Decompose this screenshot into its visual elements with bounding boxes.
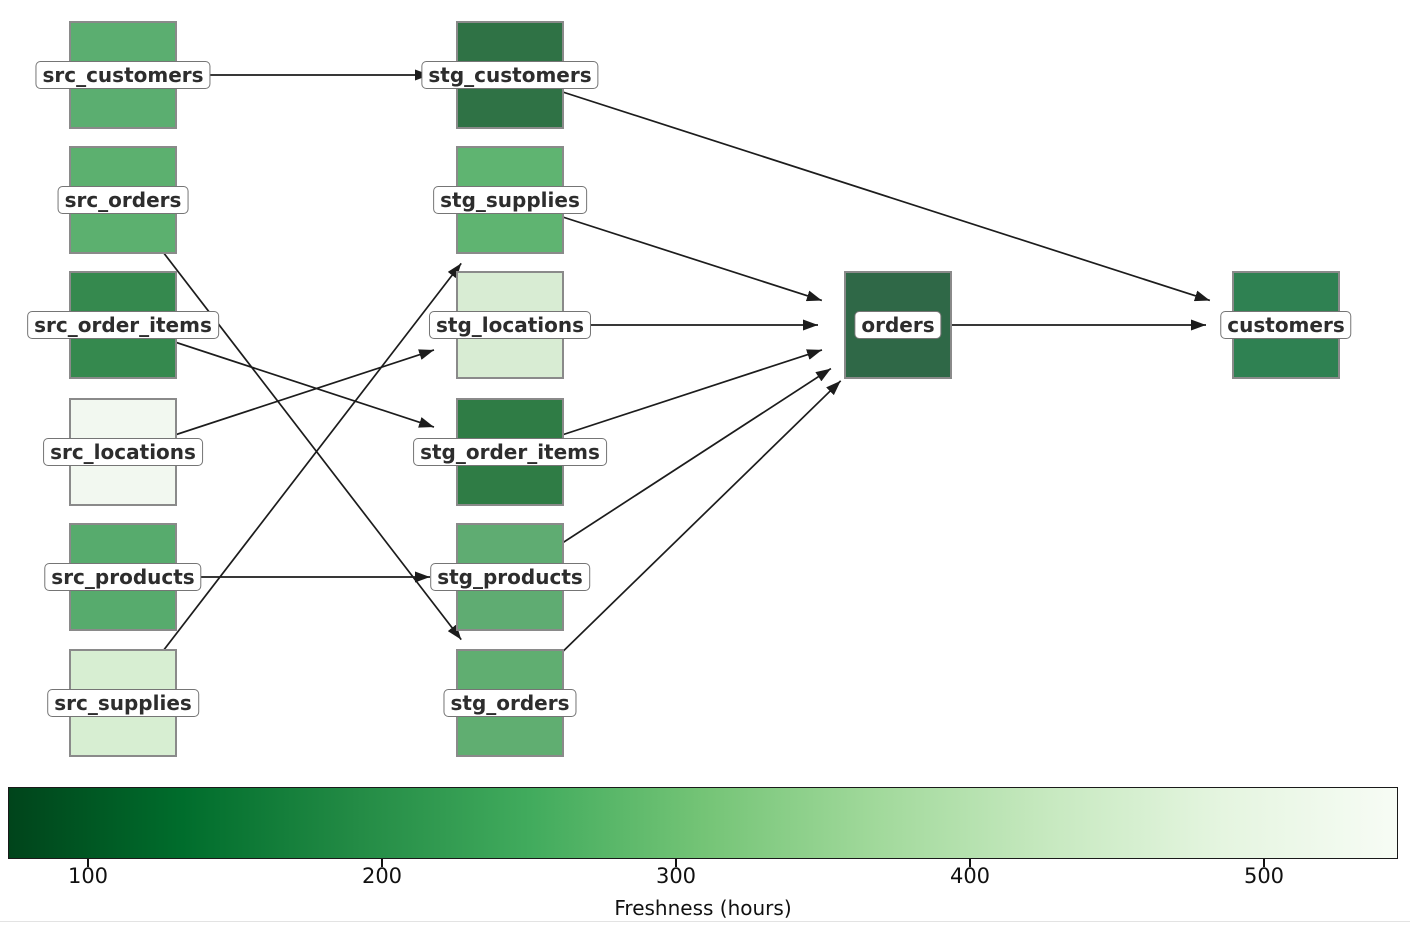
- colorbar-tick-mark-100: [87, 859, 89, 867]
- edge-src_order_items-stg_order_items: [122, 324, 435, 428]
- edge-src_locations-stg_locations: [122, 349, 435, 453]
- colorbar-tick-mark-300: [675, 859, 677, 867]
- edge-stg_supplies-orders: [509, 199, 823, 302]
- colorbar-tick-label-100: 100: [67, 864, 109, 888]
- edge-stg_customers-customers: [509, 74, 1211, 302]
- edge-stg_orders-orders: [509, 380, 842, 704]
- colorbar-gradient: [8, 787, 1398, 859]
- colorbar-tick-label-500: 500: [1243, 864, 1285, 888]
- colorbar-tick-label-200: 200: [361, 864, 403, 888]
- colorbar-axis-label: Freshness (hours): [614, 896, 792, 920]
- edge-src_orders-stg_orders: [122, 199, 462, 641]
- edge-src_supplies-stg_supplies: [122, 262, 462, 704]
- colorbar-tick-mark-200: [381, 859, 383, 867]
- colorbar-tick-mark-400: [969, 859, 971, 867]
- colorbar-tick-label-400: 400: [949, 864, 991, 888]
- figure-bottom-edge: [0, 921, 1410, 922]
- edge-stg_order_items-orders: [509, 349, 823, 453]
- colorbar-tick-label-300: 300: [655, 864, 697, 888]
- edge-group: [122, 69, 1211, 704]
- colorbar-tick-mark-500: [1263, 859, 1265, 867]
